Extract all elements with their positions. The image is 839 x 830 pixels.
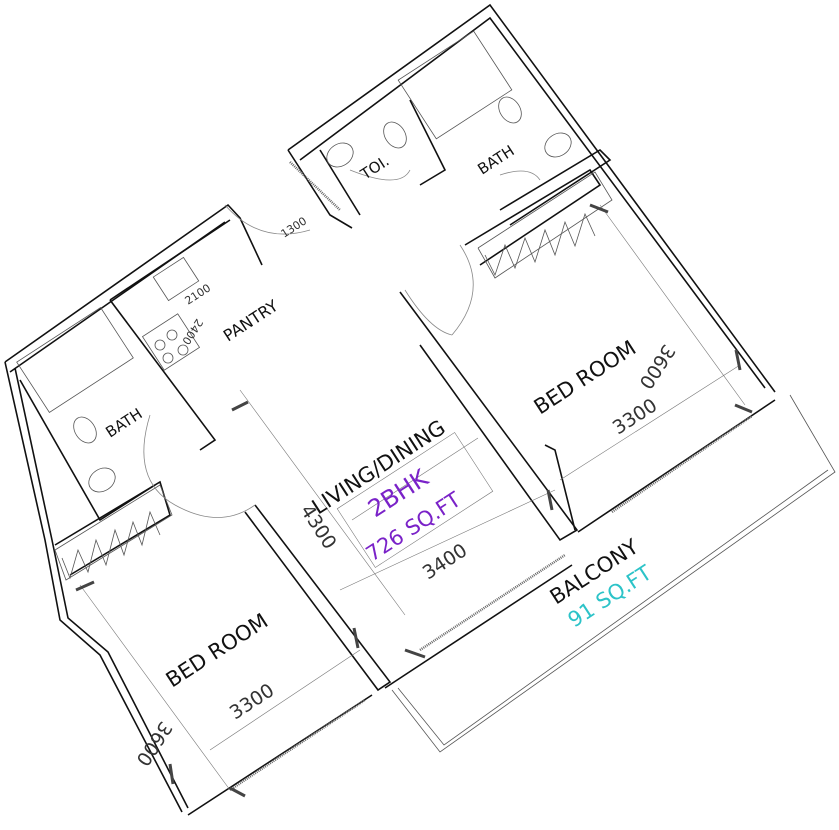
unit-summary-box	[336, 432, 494, 568]
wardrobe-left	[54, 484, 173, 581]
basin-icon	[544, 132, 572, 158]
wc-icon	[498, 96, 522, 124]
entry-door-dim: 1300	[279, 214, 310, 240]
fixtures	[16, 30, 572, 493]
dimension-lines	[79, 204, 746, 791]
wc-icon	[73, 416, 97, 444]
hob-icon	[141, 313, 201, 371]
bedroom-right-depth-dim: 3600	[634, 340, 679, 393]
pantry-label: PANTRY	[220, 296, 282, 345]
doors	[143, 169, 541, 518]
living-width-dim: 3400	[419, 539, 472, 584]
basin-icon	[88, 467, 116, 493]
shower-tray-right	[397, 30, 513, 140]
bedroom-left-width-dim: 3300	[226, 679, 279, 724]
wc-icon	[383, 121, 407, 149]
bedroom-left-depth-dim: 3600	[131, 717, 176, 770]
wardrobe-right	[477, 171, 613, 279]
bedroom-left-label: BED ROOM	[162, 609, 273, 692]
pantry-dim-2100: 2100	[183, 281, 214, 307]
basin-icon	[326, 142, 354, 168]
balcony-outline	[391, 394, 836, 753]
outer-walls	[4, 3, 776, 816]
pantry-dim-2400: 2400	[179, 316, 205, 347]
shower-tray-left	[16, 307, 134, 413]
sink-icon	[152, 256, 200, 302]
windows	[229, 161, 753, 792]
bedroom-right-label: BED ROOM	[530, 336, 641, 419]
section-marks	[75, 203, 753, 798]
bedroom-right-width-dim: 3300	[609, 394, 662, 439]
bath-left-label: BATH	[102, 405, 145, 442]
toilet-label: TOI.	[357, 152, 393, 184]
bath-right-label: BATH	[474, 142, 517, 179]
interior-walls	[19, 99, 612, 692]
